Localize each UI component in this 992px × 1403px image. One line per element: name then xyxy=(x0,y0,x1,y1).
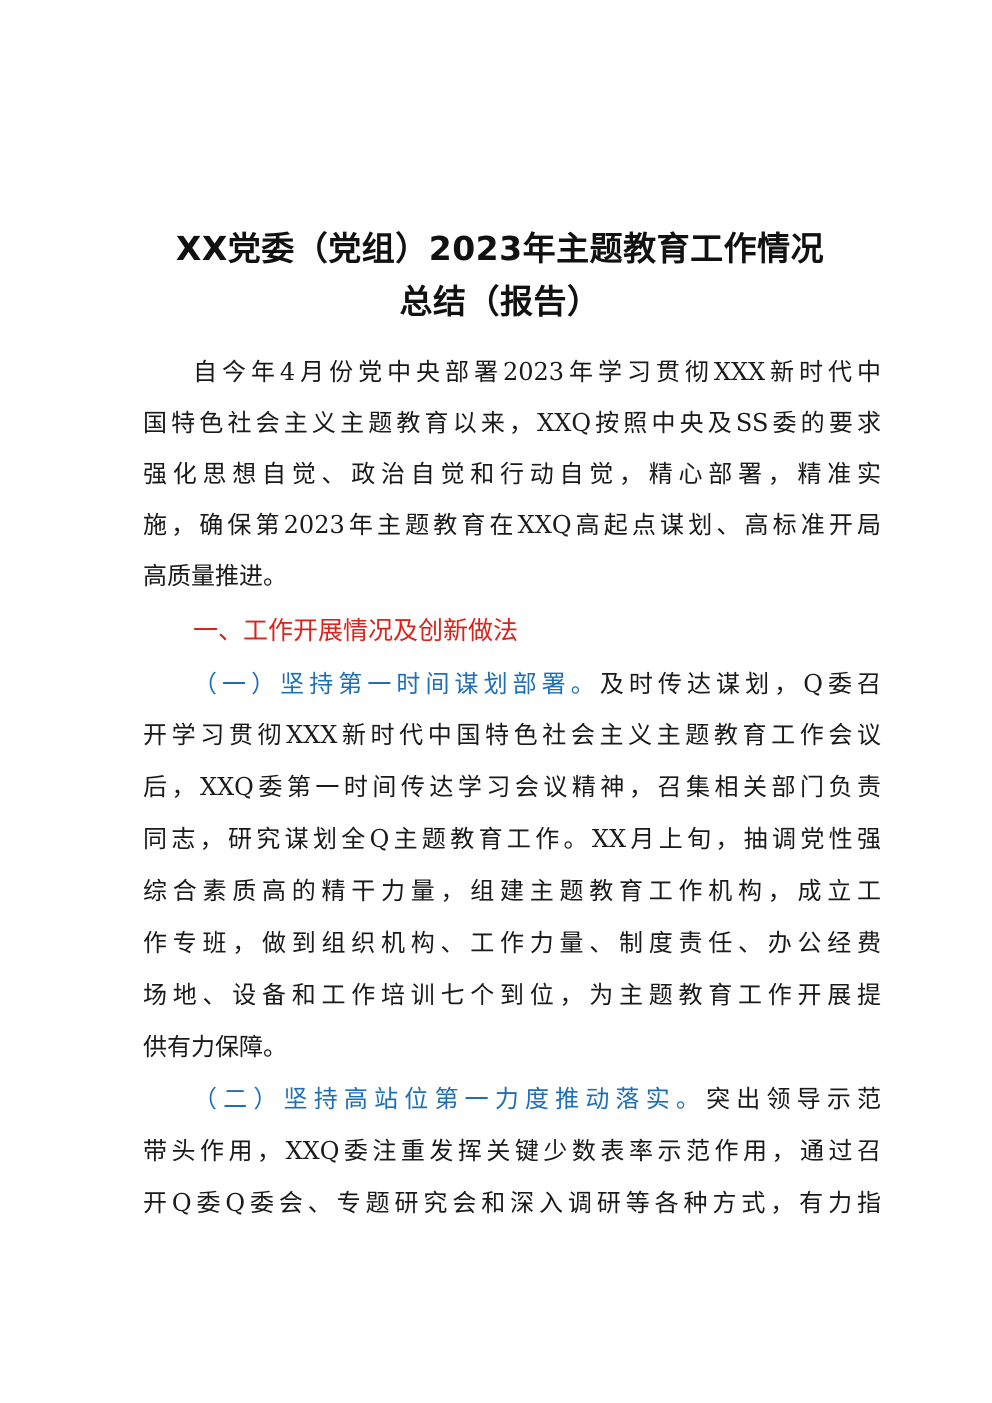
intro-line: 自今年4月份党中央部署2023年学习贯彻XXX新时代中 xyxy=(193,358,881,386)
item-1-line: 同志，研究谋划全Q主题教育工作。XX月上旬，抽调党性强 xyxy=(143,825,881,853)
item-1-line: 开学习贯彻XXX新时代中国特色社会主义主题教育工作会议 xyxy=(143,721,881,749)
intro-line: 强化思想自觉、政治自觉和行动自觉，精心部署，精准实 xyxy=(143,460,881,488)
document-title-line-2: 总结（报告） xyxy=(399,282,601,321)
document-title-line-1: XX党委（党组）2023年主题教育工作情况 xyxy=(175,229,825,268)
item-1-line: 供有力保障。 xyxy=(143,1033,287,1061)
item-1-line-text: 及时传达谋划，Q委召 xyxy=(599,670,881,698)
item-2-line-text: 突出领导示范 xyxy=(706,1085,881,1113)
item-1-line: 场地、设备和工作培训七个到位，为主题教育工作开展提 xyxy=(143,981,881,1009)
item-2-first-line: （二）坚持高站位第一力度推动落实。突出领导示范 xyxy=(193,1082,881,1116)
item-2-line: 开Q委Q委会、专题研究会和深入调研等各种方式，有力指 xyxy=(143,1189,881,1217)
item-1-line: 作专班，做到组织机构、工作力量、制度责任、办公经费 xyxy=(143,929,881,957)
intro-line: 国特色社会主义主题教育以来，XXQ按照中央及SS委的要求 xyxy=(143,409,881,437)
item-1-line: 综合素质高的精干力量，组建主题教育工作机构，成立工 xyxy=(143,877,881,905)
item-2-line: 带头作用，XXQ委注重发挥关键少数表率示范作用，通过召 xyxy=(143,1137,881,1165)
intro-line: 施，确保第2023年主题教育在XXQ高起点谋划、高标准开局 xyxy=(143,511,881,539)
item-1-first-line: （一）坚持第一时间谋划部署。及时传达谋划，Q委召 xyxy=(193,667,881,701)
item-1-line: 后，XXQ委第一时间传达学习会议精神，召集相关部门负责 xyxy=(143,773,881,801)
section-heading: 一、工作开展情况及创新做法 xyxy=(193,616,519,645)
item-1-label: （一）坚持第一时间谋划部署。 xyxy=(193,670,600,698)
item-2-label: （二）坚持高站位第一力度推动落实。 xyxy=(193,1085,707,1113)
intro-line: 高质量推进。 xyxy=(143,562,287,590)
